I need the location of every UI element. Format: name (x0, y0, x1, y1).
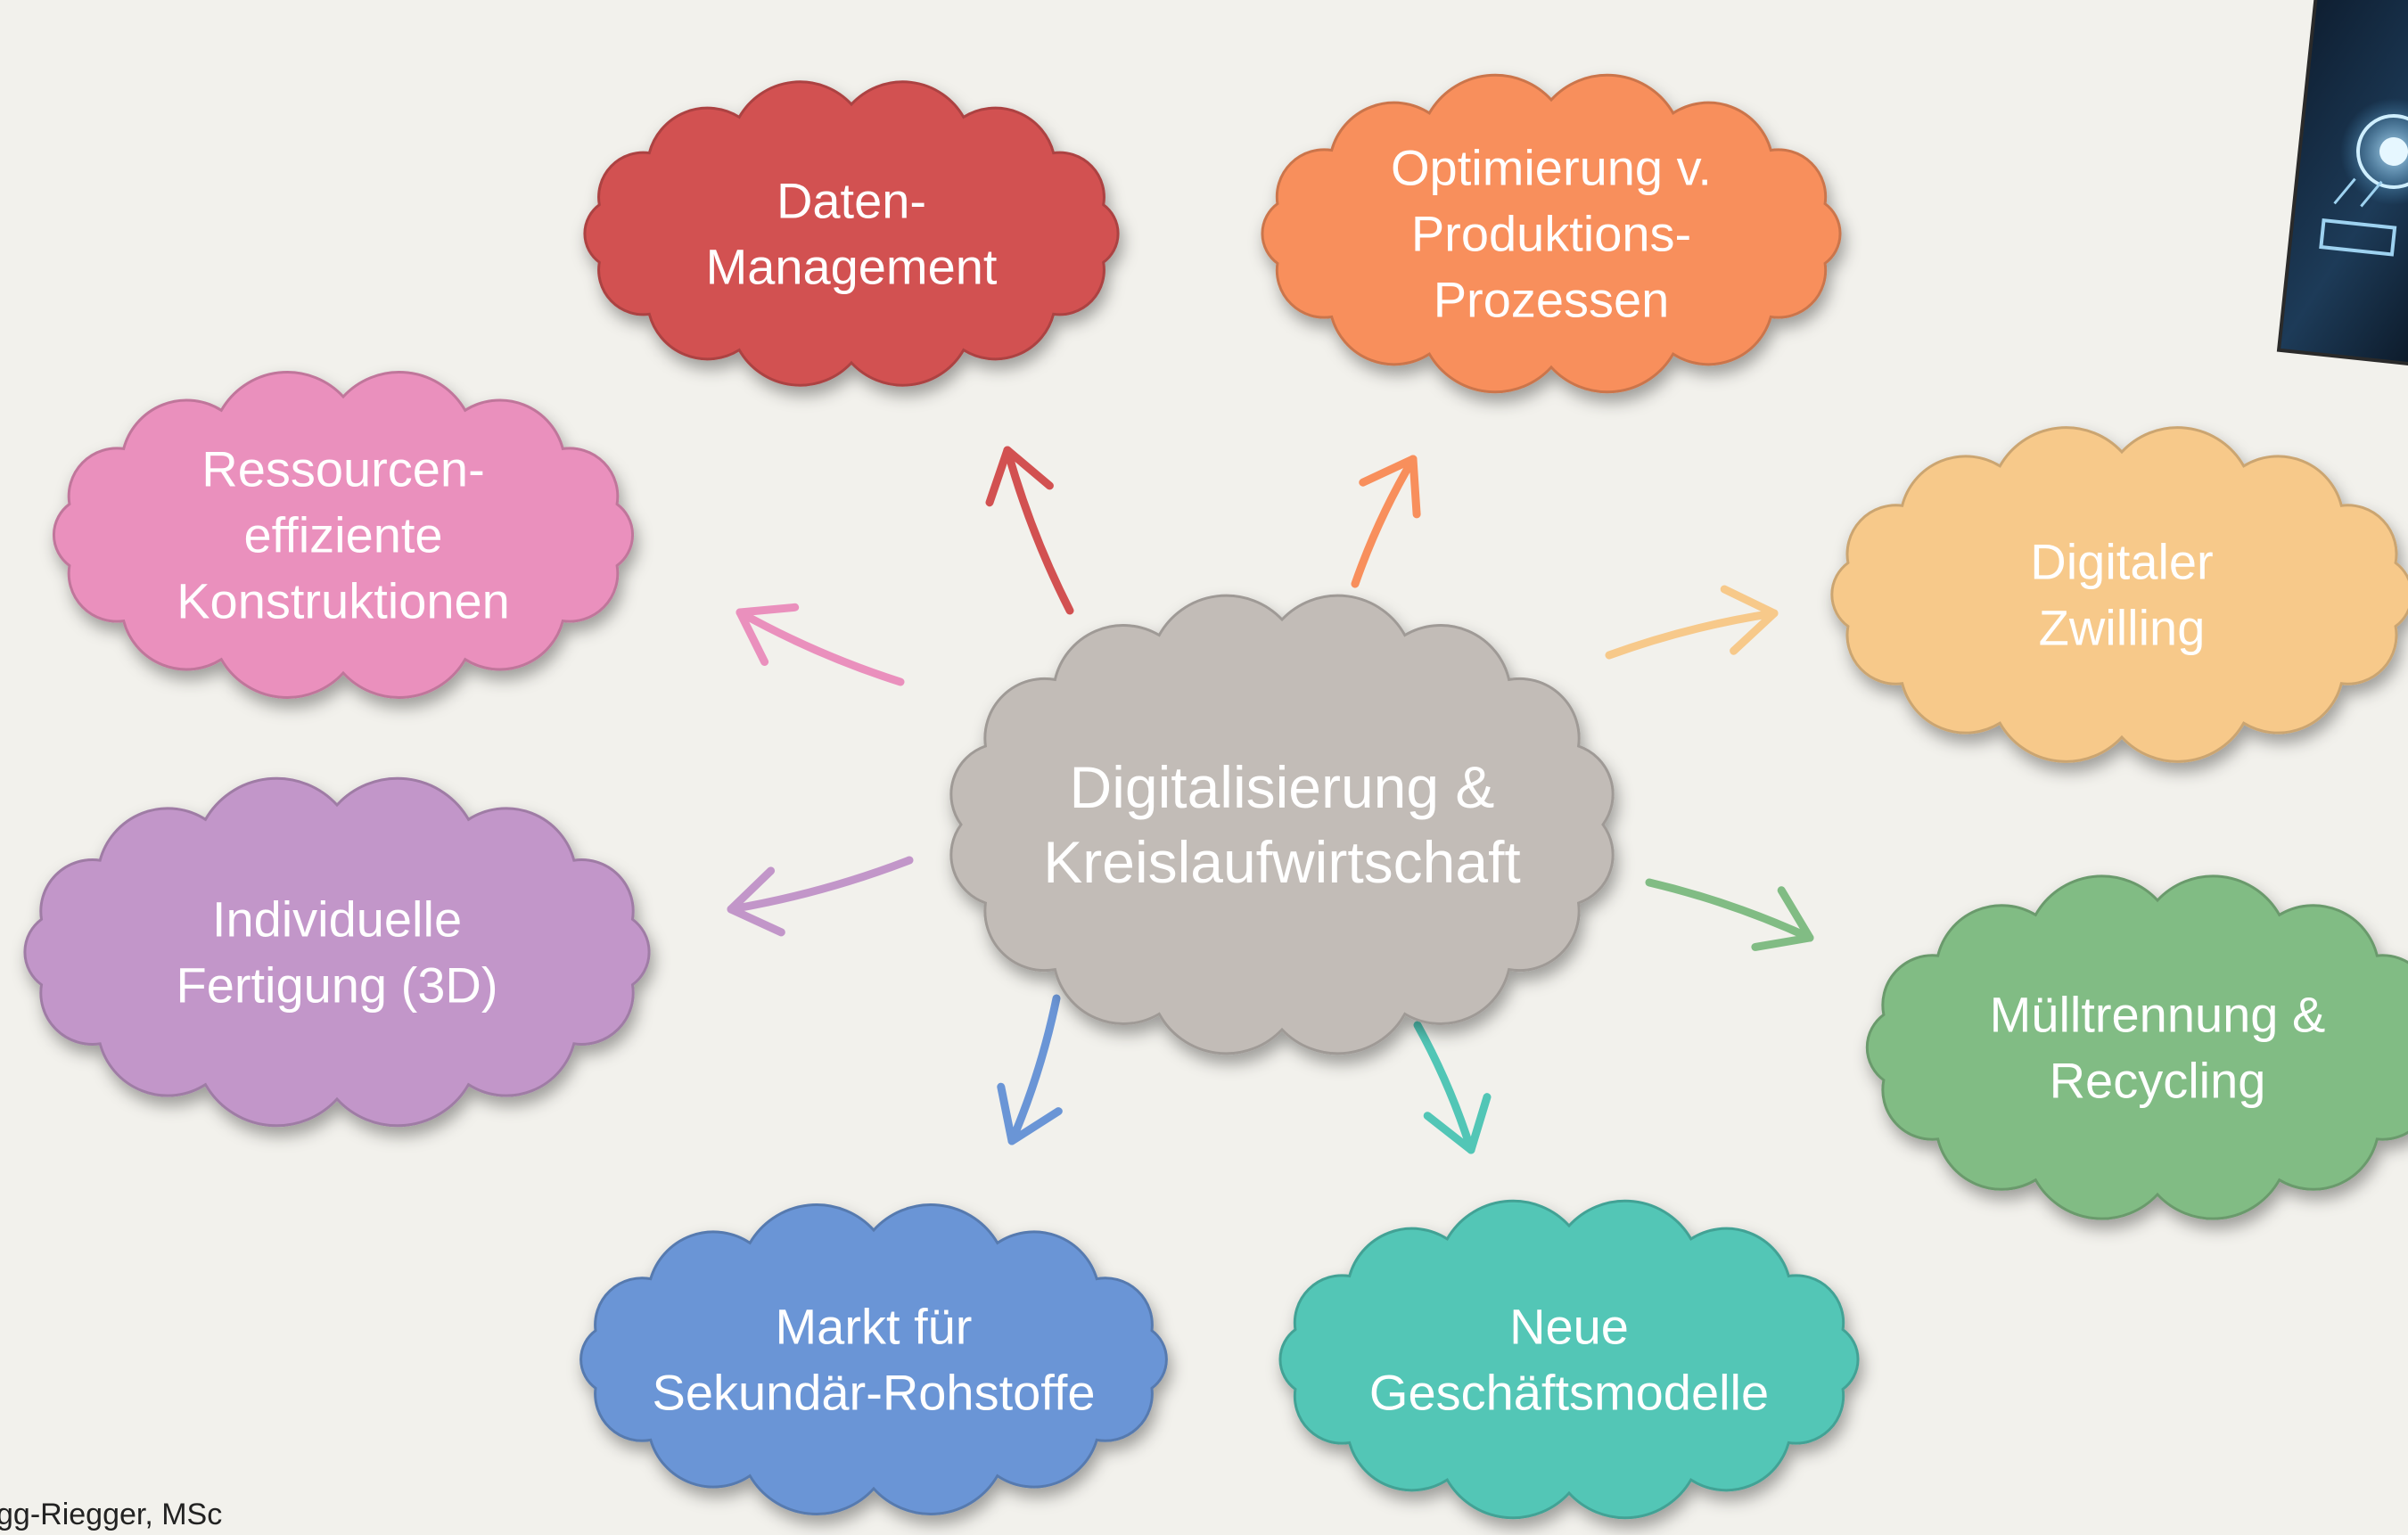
cloud-individuelle-fertigung-shape (23, 776, 651, 1128)
cloud-muelltrennung-recycling-label-line: Recycling (2050, 1053, 2266, 1109)
cloud-digitaler-zwilling-shape (1830, 426, 2408, 763)
cloud-neue-geschaeftsmodelle-shape (1278, 1199, 1860, 1520)
arrow-to-daten-management (985, 446, 1074, 615)
cloud-muelltrennung-recycling-label-line: Mülltrennung & (1990, 987, 2326, 1043)
cloud-individuelle-fertigung-label-line: Fertigung (3D) (176, 957, 497, 1014)
cloud-ressourcen-konstruktionen-label-line: Ressourcen- (201, 441, 484, 497)
arrow-to-markt-sekundaer-rohstoffe (997, 994, 1063, 1145)
arrow-to-muelltrennung-recycling (1645, 878, 1814, 951)
cloud-ressourcen-konstruktionen-label-line: Konstruktionen (177, 573, 510, 629)
arrow-to-digitaler-zwilling (1605, 585, 1779, 660)
cloud-ressourcen-konstruktionen-shape (53, 371, 634, 699)
cloud-nodes: Daten- Management Optimierung v. Produktion… (23, 73, 2408, 1520)
cloud-daten-management: Daten- Management (583, 80, 1120, 387)
cloud-markt-sekundaer-rohstoffe-label-line: Sekundär-Rohstoffe (652, 1365, 1095, 1421)
cloud-hub-digitalisierung: Digitalisierung & Kreislaufwirtschaft (949, 594, 1615, 1055)
connector-arrows (727, 446, 1814, 1154)
arrow-to-neue-geschaeftsmodelle (1413, 1021, 1492, 1154)
cloud-digitaler-zwilling-label-line: Digitaler (2030, 534, 2213, 590)
cloud-digitaler-zwilling-label-line: Zwilling (2039, 600, 2206, 656)
cloud-optimierung-produktionsprozessen-label-line: Produktions- (1411, 206, 1691, 262)
cloud-daten-management-shape (583, 80, 1120, 387)
cloud-optimierung-produktionsprozessen-label-line: Prozessen (1434, 272, 1670, 328)
cloud-markt-sekundaer-rohstoffe-shape (579, 1203, 1168, 1515)
author-footer: gg-Riegger, MSc (0, 1498, 223, 1531)
cloud-hub-digitalisierung-label-line: Digitalisierung & (1070, 754, 1495, 820)
cloud-ressourcen-konstruktionen-label-line: effiziente (243, 507, 442, 563)
cloud-optimierung-produktionsprozessen-label-line: Optimierung v. (1391, 140, 1712, 196)
cloud-muelltrennung-recycling-shape (1865, 874, 2408, 1220)
arrow-to-optimierung-produktionsprozessen (1351, 455, 1421, 588)
turbine-photo-image (2276, 0, 2408, 373)
arrow-to-individuelle-fertigung (727, 856, 914, 937)
cloud-neue-geschaeftsmodelle-label-line: Neue (1509, 1299, 1629, 1355)
cloud-optimierung-produktionsprozessen: Optimierung v. Produktions- Prozessen (1261, 73, 1842, 394)
cloud-markt-sekundaer-rohstoffe-label-line: Markt für (776, 1299, 973, 1355)
cloud-daten-management-label-line: Management (706, 239, 998, 295)
cloud-daten-management-label-line: Daten- (777, 173, 926, 229)
cloud-hub-digitalisierung-shape (949, 594, 1615, 1055)
cloud-individuelle-fertigung-label-line: Individuelle (212, 891, 462, 948)
cloud-neue-geschaeftsmodelle-label-line: Geschäftsmodelle (1369, 1365, 1769, 1421)
cloud-muelltrennung-recycling: Mülltrennung & Recycling (1865, 874, 2408, 1220)
cloud-optimierung-produktionsprozessen-shape (1261, 73, 1842, 394)
arrow-to-ressourcen-konstruktionen (736, 603, 905, 686)
cloud-hub-digitalisierung-label-line: Kreislaufwirtschaft (1043, 829, 1521, 895)
